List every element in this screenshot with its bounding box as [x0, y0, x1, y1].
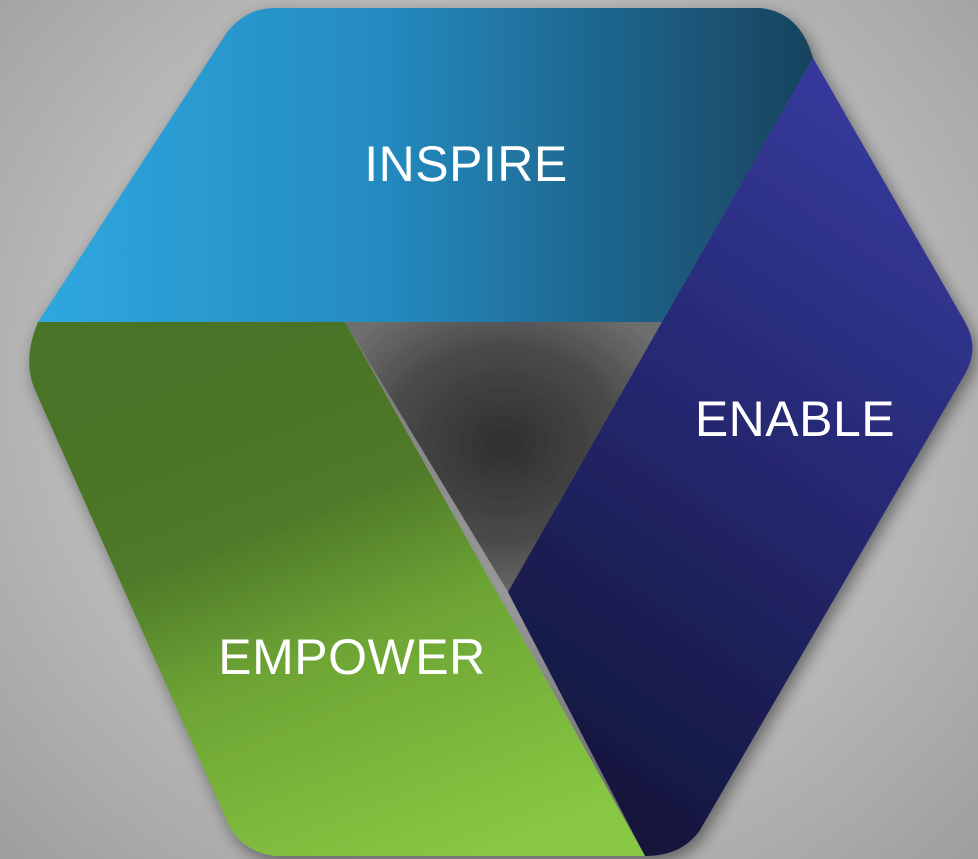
enable-label: ENABLE	[695, 391, 895, 447]
enable-segment	[508, 58, 973, 856]
empower-label: EMPOWER	[218, 629, 485, 685]
center-triangle	[345, 322, 662, 592]
inspire-label: INSPIRE	[364, 136, 568, 192]
inspire-segment	[38, 8, 813, 322]
empower-segment	[29, 322, 645, 856]
